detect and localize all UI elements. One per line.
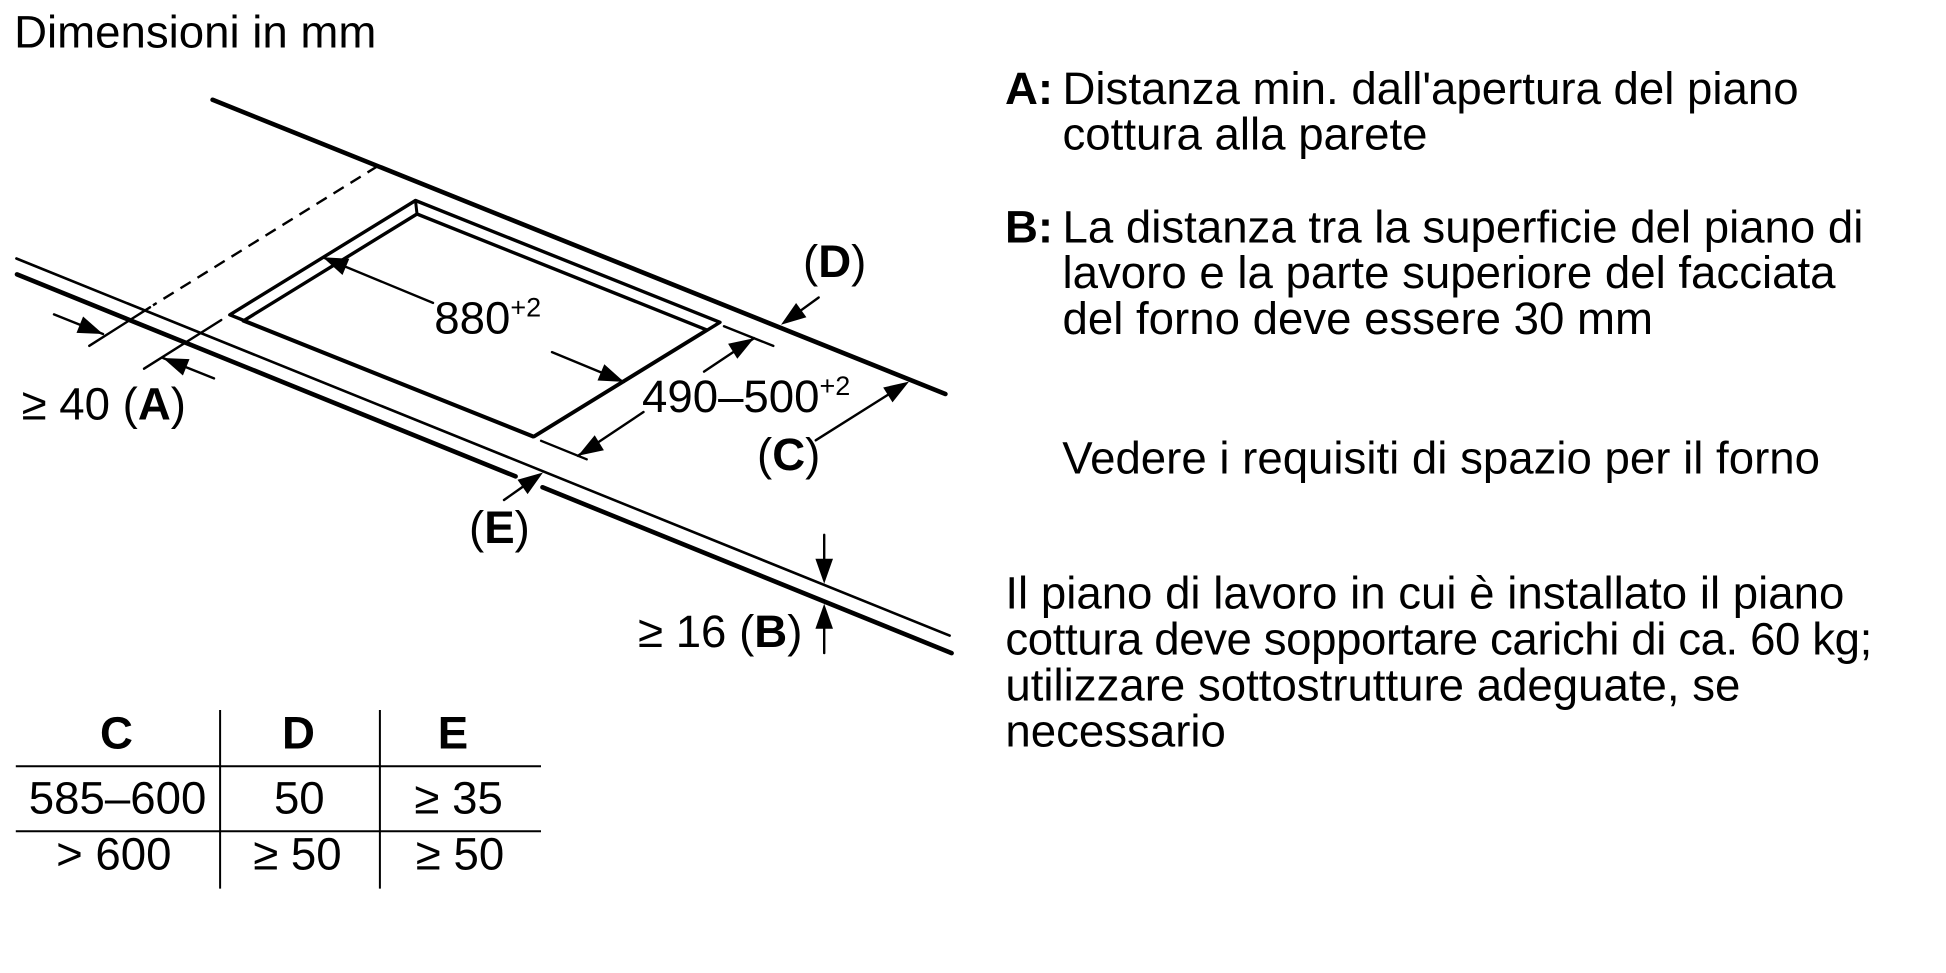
svg-text:≥ 50: ≥ 50 — [416, 829, 504, 880]
svg-text:490–500+2: 490–500+2 — [642, 371, 850, 422]
svg-text:≥ 35: ≥ 35 — [414, 773, 502, 824]
svg-text:D: D — [282, 708, 315, 759]
svg-text:utilizzare sottostrutture adeg: utilizzare sottostrutture adeguate, se — [1005, 660, 1740, 711]
svg-text:≥ 40 (A): ≥ 40 (A) — [22, 379, 186, 430]
svg-text:del forno deve essere 30 mm: del forno deve essere 30 mm — [1063, 293, 1654, 344]
svg-text:cottura deve sopportare carich: cottura deve sopportare carichi di ca. 6… — [1005, 614, 1872, 665]
svg-text:E: E — [438, 708, 468, 759]
svg-text:Vedere i requisiti di spazio p: Vedere i requisiti di spazio per il forn… — [1062, 433, 1820, 484]
svg-text:50: 50 — [274, 773, 325, 824]
svg-text:880+2: 880+2 — [434, 293, 541, 344]
svg-text:> 600: > 600 — [56, 829, 171, 880]
svg-text:(C): (C) — [757, 429, 820, 480]
svg-text:Dimensioni in mm: Dimensioni in mm — [14, 7, 376, 58]
svg-text:Distanza min. dall'apertura de: Distanza min. dall'apertura del piano — [1063, 63, 1799, 114]
svg-text:B:: B: — [1005, 201, 1053, 252]
svg-text:A:: A: — [1005, 63, 1053, 114]
svg-text:Il piano di lavoro in cui è in: Il piano di lavoro in cui è installato i… — [1005, 568, 1844, 619]
svg-text:≥ 50: ≥ 50 — [253, 829, 341, 880]
svg-text:585–600: 585–600 — [29, 773, 207, 824]
svg-text:(E): (E) — [469, 502, 530, 553]
svg-text:necessario: necessario — [1005, 706, 1226, 757]
svg-text:C: C — [100, 708, 133, 759]
svg-text:lavoro e la parte superiore de: lavoro e la parte superiore del facciata — [1063, 247, 1837, 298]
svg-text:cottura alla parete: cottura alla parete — [1063, 109, 1428, 160]
svg-text:≥ 16 (B): ≥ 16 (B) — [638, 606, 802, 657]
svg-text:(D): (D) — [803, 236, 866, 287]
svg-text:La distanza tra la superficie: La distanza tra la superficie del piano … — [1063, 201, 1864, 252]
